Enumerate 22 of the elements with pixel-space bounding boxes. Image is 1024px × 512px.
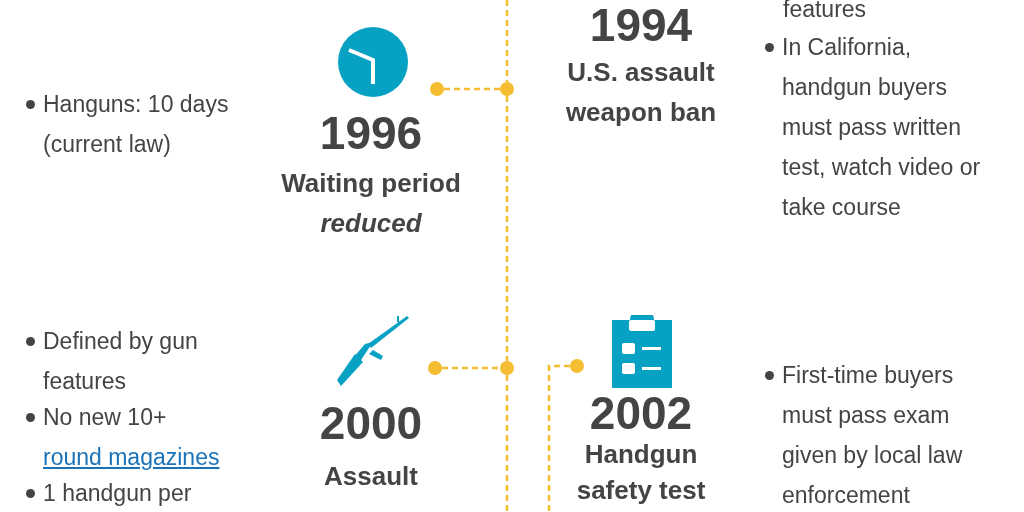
timeline-connector xyxy=(505,0,509,82)
timeline-connector xyxy=(547,364,570,512)
timeline-connector xyxy=(505,375,509,512)
text-link: round magazines xyxy=(43,444,220,470)
list-item: Defined by gun features xyxy=(43,327,199,396)
list-item: Hanguns: 10 days (current law) xyxy=(43,90,230,159)
event-title: Handgun safety test xyxy=(575,438,707,507)
list-item: In California, handgun buyers must pass written test, watch video or take course xyxy=(782,33,982,222)
timeline-connector xyxy=(505,96,509,361)
event-title: Assault xyxy=(323,460,419,493)
year-heading: 1994 xyxy=(588,0,694,50)
year-heading: 2000 xyxy=(318,398,424,448)
list-item: First-time buyers must pass exam given by local law enforcement xyxy=(782,361,964,510)
event-title: Waiting period reduced xyxy=(280,167,462,240)
event-title: U.S. assault weapon ban xyxy=(564,56,718,129)
list-item: No new 10+ round magazines xyxy=(43,403,221,472)
list-item: features xyxy=(783,0,868,24)
timeline-connector xyxy=(444,87,500,91)
timeline-connector xyxy=(442,366,500,370)
list-item: 1 handgun per xyxy=(43,479,192,508)
year-heading: 2002 xyxy=(588,388,694,438)
year-heading: 1996 xyxy=(318,108,424,158)
